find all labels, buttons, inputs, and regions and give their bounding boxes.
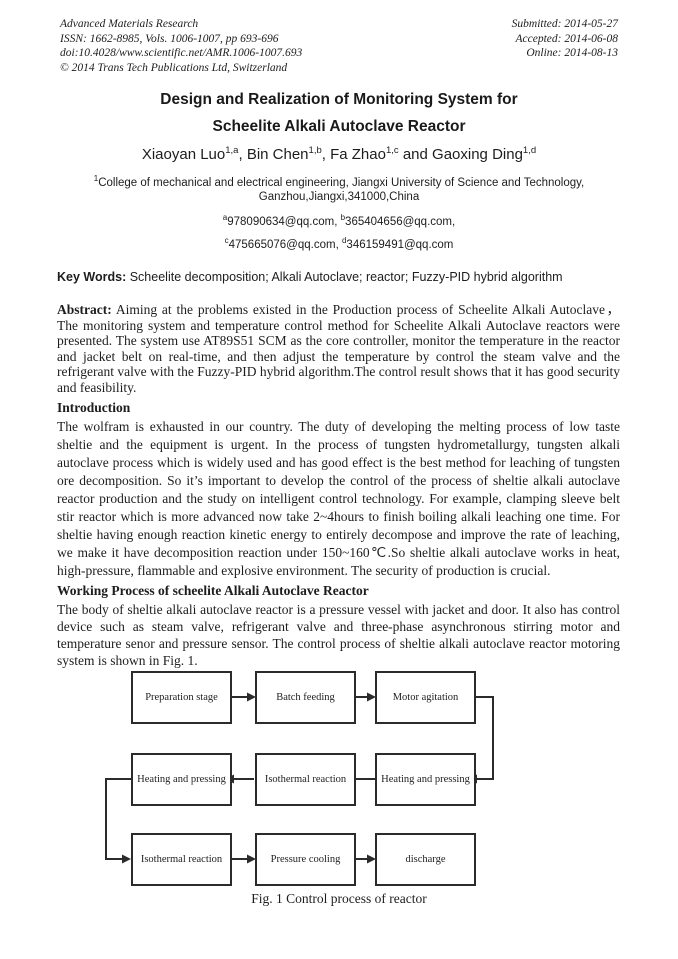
journal-issn-line: ISSN: 1662-8985, Vols. 1006-1007, pp 693… — [60, 32, 279, 45]
keywords-text: Scheelite decomposition; Alkali Autoclav… — [129, 270, 563, 285]
abstract-label: Abstract: — [57, 302, 112, 318]
figure-1-caption: Fig. 1 Control process of reactor — [251, 891, 427, 907]
figure-1-flowchart: Preparation stage Batch feeding Motor ag… — [0, 671, 678, 887]
author: and Gaoxing Ding1,d — [398, 145, 537, 163]
journal-doi-line: doi:10.4028/www.scientific.net/AMR.1006-… — [60, 47, 303, 59]
author: Xiaoyan Luo1,a — [141, 145, 239, 163]
affiliation-sup: 1 — [93, 174, 99, 183]
email-sup: d — [341, 236, 347, 246]
section-heading-working-process: Working Process of scheelite Alkali Auto… — [57, 583, 369, 599]
paper-title-line1: Design and Realization of Monitoring Sys… — [160, 91, 518, 108]
introduction-paragraph: The wolfram is exhausted in our country.… — [57, 419, 620, 579]
accepted-date: Accepted: 2014-06-08 — [515, 32, 618, 45]
author: , Fa Zhao1,c — [321, 145, 399, 163]
flowchart-box-heating-pressing-2: Heating and pressing — [375, 753, 476, 807]
email-sup: a — [222, 212, 228, 222]
affiliation: 1College of mechanical and electrical en… — [0, 172, 678, 205]
journal-header-right: Submitted: 2014-05-27 Accepted: 2014-06-… — [512, 17, 618, 75]
author-name: Gaoxing Ding — [432, 146, 523, 163]
flowchart-box-discharge: discharge — [375, 833, 476, 887]
journal-copyright-line: © 2014 Trans Tech Publications Ltd, Swit… — [60, 61, 288, 74]
keywords: Key Words: Scheelite decomposition; Alka… — [57, 269, 620, 285]
working-process-paragraph: The body of sheltie alkali autoclave rea… — [57, 602, 620, 669]
email-address: 475665076@qq.com, — [228, 238, 342, 251]
authors-line: Xiaoyan Luo1,a, Bin Chen1,b, Fa Zhao1,c … — [0, 140, 678, 165]
abstract-text: Aiming at the problems existed in the Pr… — [57, 302, 620, 395]
author: , Bin Chen1,b — [238, 145, 322, 163]
author-name: Fa Zhao — [330, 146, 386, 163]
author-sup: 1,b — [308, 145, 322, 156]
online-date: Online: 2014-08-13 — [526, 47, 618, 59]
email-sup: c — [224, 236, 229, 246]
flowchart-box-pressure-cooling: Pressure cooling — [255, 833, 356, 887]
flowchart-box-isothermal-reaction-2: Isothermal reaction — [131, 833, 232, 887]
flowchart-box-batch-feeding: Batch feeding — [255, 671, 356, 725]
email-address: 365404656@qq.com, — [345, 215, 456, 228]
journal-header: Advanced Materials Research ISSN: 1662-8… — [60, 17, 618, 75]
abstract: Abstract: Aiming at the problems existed… — [57, 302, 620, 395]
affiliation-line2: Ganzhou,Jiangxi,341000,China — [258, 191, 420, 204]
affiliation-line1: 1College of mechanical and electrical en… — [93, 174, 585, 189]
flowchart-box-heating-pressing-1: Heating and pressing — [131, 753, 232, 807]
flowchart-box-preparation-stage: Preparation stage — [131, 671, 232, 725]
email-address: 978090634@qq.com, — [227, 215, 341, 228]
author-sup: 1,d — [522, 145, 537, 156]
author-name: Bin Chen — [246, 146, 309, 163]
submitted-date: Submitted: 2014-05-27 — [511, 18, 618, 30]
journal-name: Advanced Materials Research — [60, 18, 199, 30]
emails-line1: a978090634@qq.com, b365404656@qq.com, — [0, 211, 678, 229]
email-address: 346159491@qq.com — [346, 238, 454, 251]
author-sup: 1,a — [225, 145, 239, 156]
section-heading-introduction: Introduction — [57, 400, 131, 416]
paper-title-line2: Scheelite Alkali Autoclave Reactor — [212, 118, 466, 135]
flowchart-box-motor-agitation: Motor agitation — [375, 671, 476, 725]
author-sup: 1,c — [385, 145, 399, 156]
email-sup: b — [340, 212, 346, 222]
keywords-label: Key Words: — [57, 270, 127, 285]
paper-title: Design and Realization of Monitoring Sys… — [0, 86, 678, 140]
journal-header-left: Advanced Materials Research ISSN: 1662-8… — [60, 17, 302, 75]
emails-line2: c475665076@qq.com, d346159491@qq.com — [0, 234, 678, 252]
author-name: Xiaoyan Luo — [141, 146, 226, 163]
flowchart-box-isothermal-reaction-1: Isothermal reaction — [255, 753, 356, 807]
